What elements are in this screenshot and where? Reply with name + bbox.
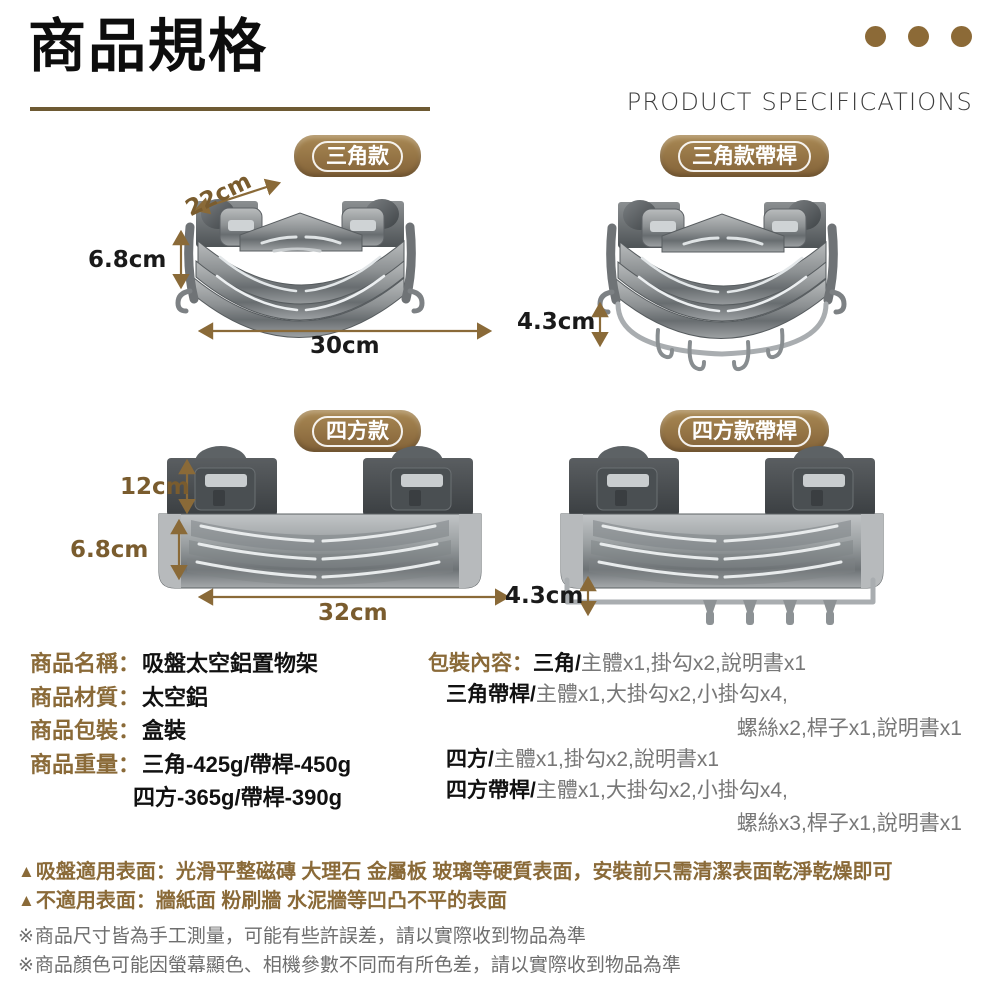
triangle-marker-icon-2: ▲ <box>18 891 35 911</box>
badge-triangle-with-bar: 三角款帶桿 <box>660 135 829 177</box>
note-measurement: ※商品尺寸皆為手工測量，可能有些許誤差，請以實際收到物品為準 <box>18 922 993 951</box>
packaging-items-triangle-bar: 主體x1,大掛勾x2,小掛勾x4, <box>535 683 788 707</box>
packaging-items-square-bar-line2: 螺絲x3,桿子x1,說明書x1 <box>736 812 962 836</box>
badge-square-with-bar-label: 四方款帶桿 <box>678 416 811 447</box>
badge-triangle-label: 三角款 <box>312 141 403 172</box>
spec-label-name: 商品名稱： <box>30 651 141 676</box>
packaging-items-square-bar: 主體x1,大掛勾x2,小掛勾x4, <box>535 778 788 802</box>
product-image-triangle-shelf-with-bar <box>597 200 847 372</box>
page-subtitle: PRODUCT SPECIFICATIONS <box>626 88 973 116</box>
asterisk-marker-icon-2: ※ <box>18 955 34 977</box>
packaging-name-square: 四方/ <box>446 747 494 771</box>
badge-square-with-bar: 四方款帶桿 <box>660 410 829 452</box>
dim-label-43cm-triangle: 4.3cm <box>517 309 596 335</box>
packaging-row-triangle-bar: 三角帶桿/ 主體x1,大掛勾x2,小掛勾x4, <box>428 681 998 708</box>
spec-value-weight-second-line: 四方-365g/帶桿-390g <box>133 785 343 810</box>
packaging-items-square: 主體x1,掛勾x2,說明書x1 <box>493 747 720 771</box>
asterisk-marker-icon-1: ※ <box>18 926 34 947</box>
spec-value-weight: 三角-425g/帶桿-450g <box>142 751 352 777</box>
product-image-square-shelf-with-bar <box>560 446 884 625</box>
decorative-dots <box>865 26 972 47</box>
packaging-row-square-bar: 四方帶桿/ 主體x1,大掛勾x2,小掛勾x4, <box>428 777 998 804</box>
packaging-items-triangle: 主體x1,掛勾x2,說明書x1 <box>580 652 807 675</box>
dim-label-68cm-square: 6.8cm <box>70 537 149 563</box>
dim-label-30cm: 30cm <box>310 333 380 359</box>
spec-value-material: 太空鋁 <box>142 684 209 710</box>
page-title: 商品規格 <box>28 14 269 79</box>
packaging-name-square-bar: 四方帶桿/ <box>446 778 536 802</box>
packaging-row-triangle: 包裝內容： 三角/ 主體x1,掛勾x2,說明書x1 <box>428 650 998 677</box>
packaging-head: 包裝內容： <box>428 652 533 675</box>
packaging-name-triangle: 三角/ <box>533 652 581 675</box>
badge-triangle: 三角款 <box>294 135 421 177</box>
dot-icon-1 <box>865 26 886 47</box>
dim-label-68cm-triangle: 6.8cm <box>88 247 167 273</box>
triangle-marker-icon-1: ▲ <box>18 862 35 882</box>
packaging-items-triangle-bar-line2: 螺絲x2,桿子x1,說明書x1 <box>736 716 962 740</box>
spec-value-name: 吸盤太空鋁置物架 <box>142 651 319 676</box>
dot-icon-3 <box>951 26 972 47</box>
spec-label-weight: 商品重量： <box>30 751 141 777</box>
spec-row-packaging: 商品包裝： 盒裝 <box>30 717 430 745</box>
dim-label-43cm-square: 4.3cm <box>505 583 584 609</box>
product-specs-list: 商品名稱： 吸盤太空鋁置物架 商品材質： 太空鋁 商品包裝： 盒裝 商品重量： … <box>30 650 430 812</box>
product-image-square-shelf <box>158 446 482 589</box>
packaging-row-square: 四方/ 主體x1,掛勾x2,說明書x1 <box>428 746 998 773</box>
spec-row-material: 商品材質： 太空鋁 <box>30 684 430 712</box>
note-color-text: 商品顏色可能因螢幕顯色、相機參數不同而有所色差，請以實際收到物品為準 <box>34 955 681 977</box>
note-warning-not-applicable-text: 不適用表面：牆紙面 粉刷牆 水泥牆等凹凸不平的表面 <box>35 890 507 912</box>
dim-label-32cm: 32cm <box>318 600 388 626</box>
badge-square-label: 四方款 <box>312 416 403 447</box>
spec-label-material: 商品材質： <box>30 684 141 710</box>
dim-label-12cm: 12cm <box>120 474 190 500</box>
packaging-block-triangle-bar: 三角帶桿/ 主體x1,大掛勾x2,小掛勾x4, 螺絲x2,桿子x1,說明書x1 <box>428 681 998 741</box>
spec-value-packaging: 盒裝 <box>142 718 187 743</box>
dot-icon-2 <box>908 26 929 47</box>
title-divider <box>30 107 430 111</box>
note-warning-applicable-text: 吸盤適用表面：光滑平整磁磚 大理石 金屬板 玻璃等硬質表面，安裝前只需清潔表面乾… <box>35 861 893 883</box>
note-warning-not-applicable: ▲ 不適用表面：牆紙面 粉刷牆 水泥牆等凹凸不平的表面 <box>18 887 993 916</box>
packaging-block-square-bar: 四方帶桿/ 主體x1,大掛勾x2,小掛勾x4, 螺絲x3,桿子x1,說明書x1 <box>428 777 998 837</box>
packaging-name-triangle-bar: 三角帶桿/ <box>446 683 536 707</box>
badge-triangle-with-bar-label: 三角款帶桿 <box>678 141 811 172</box>
footer-notes: ▲ 吸盤適用表面：光滑平整磁磚 大理石 金屬板 玻璃等硬質表面，安裝前只需清潔表… <box>18 858 993 981</box>
spec-label-packaging: 商品包裝： <box>30 718 141 743</box>
spec-row-name: 商品名稱： 吸盤太空鋁置物架 <box>30 650 430 678</box>
note-measurement-text: 商品尺寸皆為手工測量，可能有些許誤差，請以實際收到物品為準 <box>34 926 586 947</box>
note-warning-applicable: ▲ 吸盤適用表面：光滑平整磁磚 大理石 金屬板 玻璃等硬質表面，安裝前只需清潔表… <box>18 858 993 887</box>
spec-row-weight: 商品重量： 三角-425g/帶桿-450g <box>30 751 430 779</box>
note-color: ※商品顏色可能因螢幕顯色、相機參數不同而有所色差，請以實際收到物品為準 <box>18 951 993 980</box>
packaging-contents: 包裝內容： 三角/ 主體x1,掛勾x2,說明書x1 三角帶桿/ 主體x1,大掛勾… <box>428 650 998 841</box>
badge-square: 四方款 <box>294 410 421 452</box>
